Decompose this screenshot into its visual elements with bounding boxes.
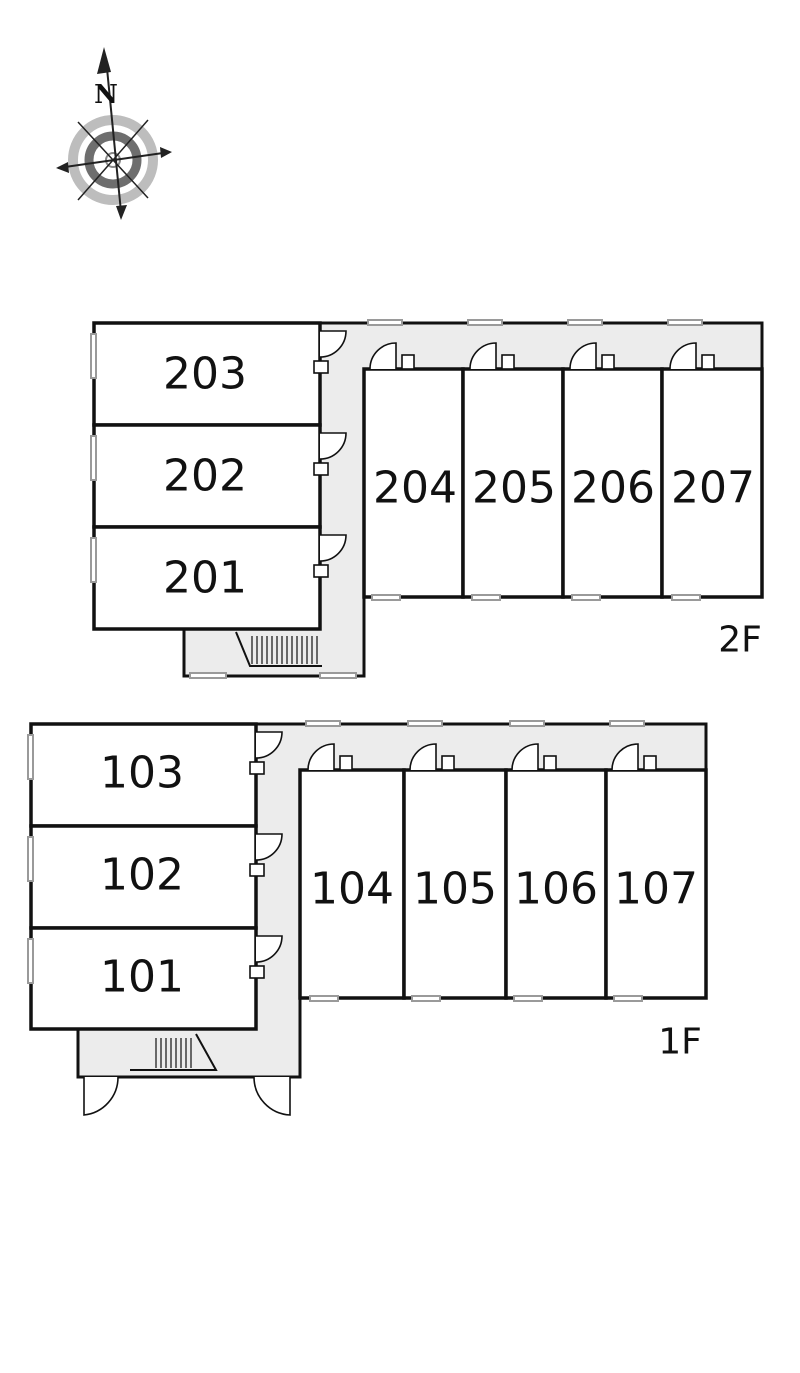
windows-2f (90, 319, 703, 679)
room-label: 105 (413, 864, 497, 915)
compass-rose-icon (56, 47, 172, 220)
staircase-1f (130, 1033, 218, 1071)
floor-1f: 103 102 101 104 105 106 107 1F (27, 720, 708, 1116)
doors-2f (313, 330, 715, 578)
room-label: 207 (671, 463, 755, 514)
doors-1f (249, 731, 657, 979)
room-label: 107 (614, 864, 698, 915)
room-103 (29, 722, 258, 828)
room-label: 205 (472, 463, 556, 514)
staircase-2f (235, 631, 322, 667)
room-label: 102 (100, 850, 184, 901)
room-label: 206 (571, 463, 655, 514)
room-label: 104 (310, 864, 394, 915)
room-label: 202 (163, 451, 247, 502)
floor-label-2f: 2F (718, 620, 762, 661)
room-106 (504, 768, 608, 1000)
floor-2f: 203 202 201 204 205 206 207 2F (90, 319, 764, 679)
room-label: 204 (373, 463, 457, 514)
room-206 (561, 367, 664, 599)
room-107 (604, 768, 708, 1000)
room-201 (92, 525, 322, 631)
room-label: 201 (163, 553, 247, 604)
windows-1f (27, 720, 645, 1002)
entrance-doors-1f (83, 1076, 291, 1116)
room-label: 203 (163, 349, 247, 400)
room-205 (461, 367, 565, 599)
room-label: 106 (514, 864, 598, 915)
compass-north-label: N (94, 80, 118, 110)
room-204 (362, 367, 465, 599)
floor-label-1f: 1F (658, 1022, 702, 1063)
room-label: 101 (100, 952, 184, 1003)
room-104 (298, 768, 406, 1000)
room-label: 103 (100, 748, 184, 799)
